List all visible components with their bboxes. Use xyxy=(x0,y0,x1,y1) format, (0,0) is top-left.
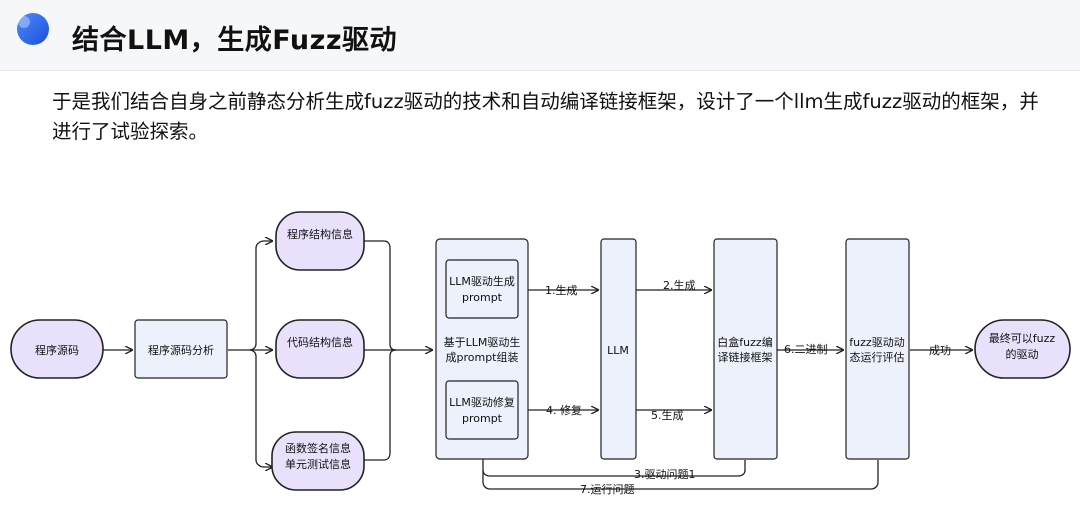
edge-label-generate-5: 5.生成 xyxy=(651,408,684,422)
node-final-driver-label-1: 最终可以fuzz xyxy=(989,331,1056,345)
logo-icon xyxy=(17,13,49,45)
edge-label-runtime-issue: 7.运行问题 xyxy=(580,483,635,496)
page-title: 结合LLM，生成Fuzz驱动 xyxy=(72,25,398,56)
node-source-analysis xyxy=(134,319,228,379)
node-fix-prompt xyxy=(445,380,519,440)
node-fix-prompt-label-1: LLM驱动修复 xyxy=(449,395,515,409)
node-function-signature xyxy=(271,431,365,491)
node-prompt-assembly-label-1: 基于LLM驱动生 xyxy=(444,335,521,349)
node-source-analysis-label: 程序源码分析 xyxy=(148,343,214,357)
edge-label-generate-2: 2.生成 xyxy=(663,278,696,292)
node-function-signature-label-1: 函数签名信息 xyxy=(285,441,351,455)
edge-label-generate-1: 1.生成 xyxy=(545,283,578,297)
edge-label-fix: 4. 修复 xyxy=(546,403,582,417)
node-generate-prompt xyxy=(445,259,519,319)
node-code-structure xyxy=(275,319,365,379)
node-program-structure xyxy=(275,211,365,271)
node-prompt-assembly-label-2: 成prompt组装 xyxy=(445,350,518,364)
node-dynamic-evaluation-label-1: fuzz驱动动 xyxy=(849,336,904,349)
node-dynamic-evaluation xyxy=(845,238,910,460)
node-generate-prompt-label-1: LLM驱动生成 xyxy=(449,274,515,288)
node-llm-label: LLM xyxy=(607,344,629,357)
node-source-code-label: 程序源码 xyxy=(35,343,79,357)
node-whitebox-framework xyxy=(713,238,778,460)
node-fix-prompt-label-2: prompt xyxy=(462,412,503,425)
node-final-driver xyxy=(974,319,1071,379)
node-code-structure-label: 代码结构信息 xyxy=(287,335,353,349)
node-whitebox-framework-label-2: 译链接框架 xyxy=(718,350,773,364)
node-whitebox-framework-label-1: 白盒fuzz编 xyxy=(717,335,772,349)
connector-lines xyxy=(103,241,972,490)
node-generate-prompt-label-2: prompt xyxy=(462,291,503,304)
edge-label-binary: 6.二进制 xyxy=(784,343,828,356)
node-final-driver-label-2: 的驱动 xyxy=(1006,347,1039,361)
node-program-structure-label: 程序结构信息 xyxy=(287,227,353,241)
edge-label-success: 成功 xyxy=(929,344,951,357)
node-llm xyxy=(600,238,637,460)
node-source-code xyxy=(10,319,104,379)
header-bar: 结合LLM，生成Fuzz驱动 xyxy=(0,0,1080,71)
intro-paragraph: 于是我们结合自身之前静态分析生成fuzz驱动的技术和自动编译链接框架，设计了一个… xyxy=(52,90,1039,143)
edge-label-driver-issue: 3.驱动问题1 xyxy=(634,468,696,481)
node-dynamic-evaluation-label-2: 态运行评估 xyxy=(850,351,905,364)
node-function-signature-label-2: 单元测试信息 xyxy=(285,457,351,471)
